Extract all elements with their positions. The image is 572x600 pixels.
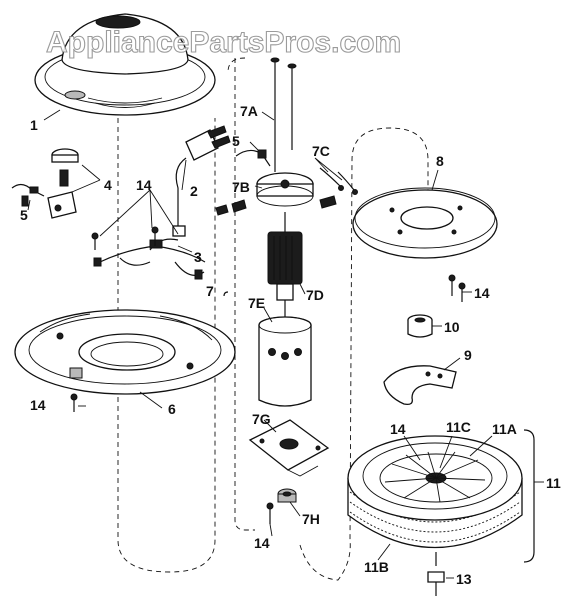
label-5-left: 5: [20, 207, 28, 223]
part-8-disc: [352, 187, 498, 259]
label-9: 9: [464, 347, 472, 363]
part-2-power-cord: [172, 125, 231, 237]
part-4-switch-assembly: [47, 148, 79, 219]
label-14-center: 14: [254, 535, 270, 551]
leader-lines: [27, 109, 544, 579]
part-labels: 1 2 3 4 5 5 6 7 7A 7B 7C 7D 7E 7G 7H 8 9…: [20, 103, 561, 587]
label-7a: 7A: [240, 103, 258, 119]
label-2: 2: [190, 183, 198, 199]
label-7: 7: [206, 283, 214, 299]
label-8: 8: [436, 153, 444, 169]
part-7g-bottom-bracket: [248, 419, 330, 477]
label-14-top: 14: [136, 177, 152, 193]
label-6: 6: [168, 401, 176, 417]
label-7d: 7D: [306, 287, 324, 303]
label-14-drum: 14: [390, 421, 406, 437]
label-11c: 11C: [446, 419, 471, 435]
part-5-wire-center: [235, 149, 271, 167]
label-1: 1: [30, 117, 38, 133]
part-7e-motor-housing: [258, 316, 312, 407]
group-outlines: [117, 57, 429, 581]
label-3: 3: [194, 249, 202, 265]
part-7h-bearing: [277, 488, 297, 503]
part-7a-through-bolts: [270, 57, 297, 172]
label-14-left: 14: [30, 397, 46, 413]
label-7b: 7B: [232, 179, 250, 195]
screws-14-right: [448, 274, 466, 302]
part-3-wire-harness: [93, 238, 206, 280]
label-7g: 7G: [252, 411, 271, 427]
part-7d-armature: [267, 212, 303, 318]
label-7e: 7E: [248, 295, 265, 311]
label-5-center: 5: [232, 133, 240, 149]
part-7c-brushes: [319, 167, 358, 195]
label-7c: 7C: [312, 143, 330, 159]
part-6-base-plate: [14, 309, 236, 395]
screws-14-left: [70, 226, 159, 412]
part-7b-end-bell: [215, 172, 337, 216]
label-4: 4: [104, 177, 112, 193]
label-11a: 11A: [492, 421, 517, 437]
part-5-wire-left: [11, 183, 45, 207]
watermark: AppliancePartsPros.com: [46, 26, 401, 59]
part-9-bracket: [383, 365, 457, 406]
label-13: 13: [456, 571, 472, 587]
label-11b: 11B: [364, 559, 389, 575]
part-10-bushing: [407, 314, 433, 338]
part-11-drum: [347, 435, 523, 549]
label-10: 10: [444, 319, 460, 335]
label-11: 11: [546, 475, 561, 491]
group-brackets: [223, 291, 535, 563]
part-1-top-cover: [34, 13, 216, 116]
label-7h: 7H: [302, 511, 320, 527]
screw-14-center: [266, 502, 274, 524]
label-14-right: 14: [474, 285, 490, 301]
part-13-bolt: [427, 552, 445, 596]
